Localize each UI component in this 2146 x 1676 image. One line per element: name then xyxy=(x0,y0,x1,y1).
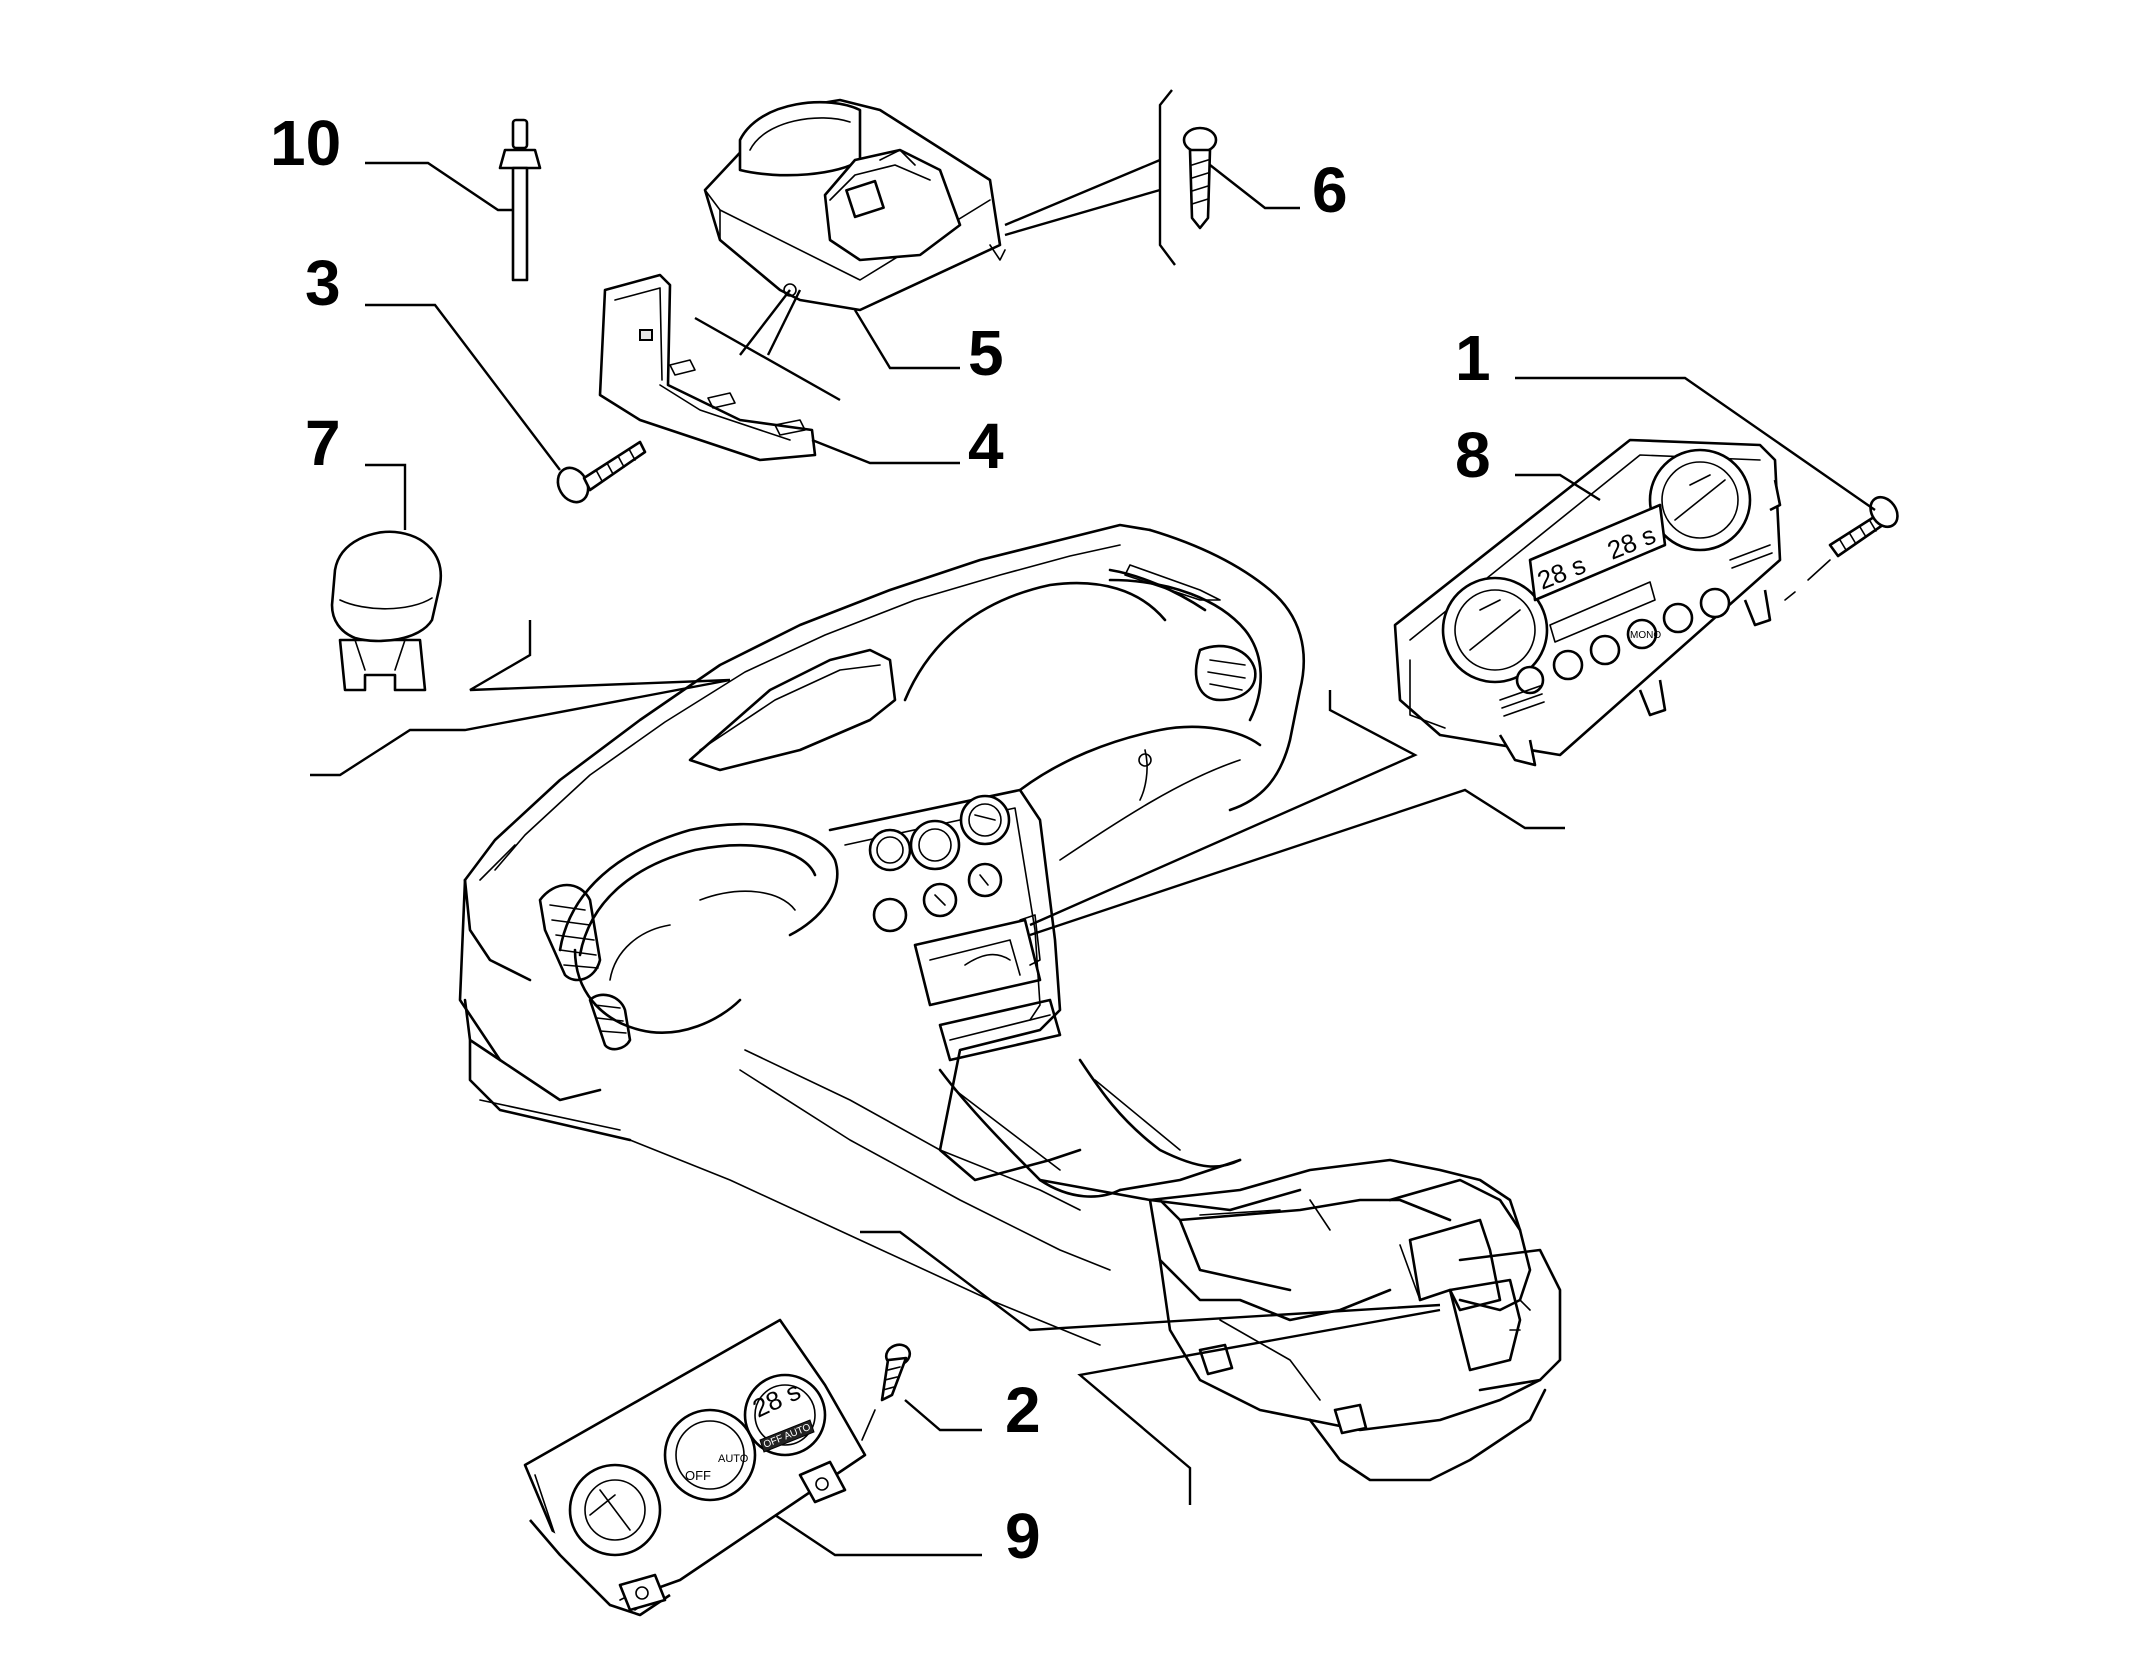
small-auto-label: AUTO xyxy=(718,1453,749,1465)
callout-5: 5 xyxy=(968,317,1004,389)
part-8-climate-panel: 28 s 28 s MONO xyxy=(1393,438,1782,767)
callout-labels: 10 3 7 5 4 6 1 8 2 9 xyxy=(270,107,1491,1572)
leader-lines xyxy=(310,89,1876,1557)
callout-3: 3 xyxy=(305,247,341,319)
dashboard-assembly xyxy=(458,523,1306,1346)
callout-9: 9 xyxy=(1005,1500,1041,1572)
callout-6: 6 xyxy=(1312,154,1348,226)
callout-10: 10 xyxy=(270,107,341,179)
part-5-holder xyxy=(703,98,1006,312)
callout-1: 1 xyxy=(1455,322,1491,394)
small-off-label: OFF xyxy=(685,1468,711,1483)
callout-8: 8 xyxy=(1455,419,1491,491)
part-7-knob xyxy=(330,530,443,692)
callout-2: 2 xyxy=(1005,1374,1041,1446)
part-2-screw xyxy=(861,1343,912,1441)
part-6-screw xyxy=(1182,126,1218,230)
part-10-rivet xyxy=(498,118,542,282)
panel-mono-label: MONO xyxy=(1630,630,1661,641)
center-console xyxy=(1148,1158,1562,1482)
part-3-screw xyxy=(556,440,647,504)
part-4-bracket xyxy=(598,273,817,462)
part-1-screw xyxy=(1784,495,1899,601)
callout-4: 4 xyxy=(968,410,1004,482)
callout-7: 7 xyxy=(305,407,341,479)
part-9-small-panel: OFF AUTO 28 s OFF AUTO xyxy=(523,1318,867,1617)
